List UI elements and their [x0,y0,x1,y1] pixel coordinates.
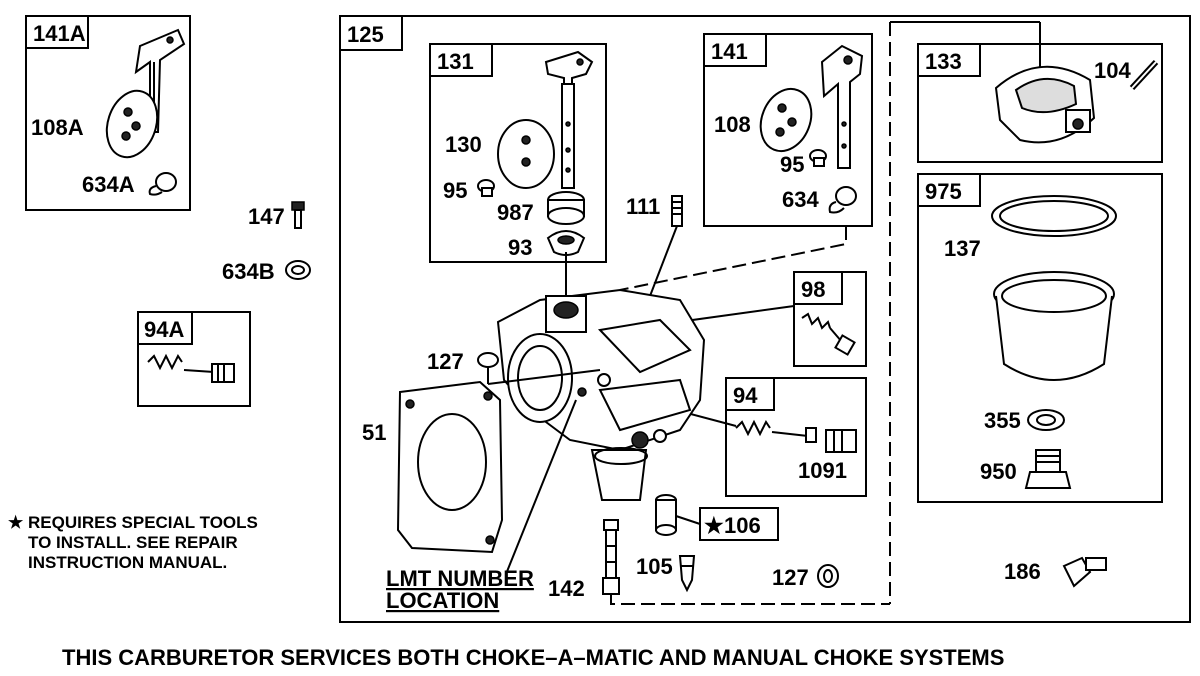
box-label-975: 975 [925,179,962,204]
part-label-634A: 634A [82,172,135,197]
leader-106 [675,515,701,525]
note-line-1: REQUIRES SPECIAL TOOLS [28,513,258,532]
special-tools-note: ★ REQUIRES SPECIAL TOOLS TO INSTALL. SEE… [8,513,258,572]
box-label-141: 141 [711,39,748,64]
washer-634B-drawing [285,260,311,280]
screw-147-drawing [291,201,305,229]
choke-plate-108A-drawing [105,89,159,159]
note-star: ★ [8,513,24,532]
lmt-line-2: LOCATION [386,588,499,613]
choke-shaft-141-drawing [820,44,864,169]
seat-106-drawing [655,494,677,536]
part-label-93: 93 [508,235,532,260]
fitting-186-drawing [1062,556,1107,588]
box-975: 975 137 355 950 [917,173,1163,503]
bowl-nut-950-drawing [1024,449,1072,489]
part-label-108A: 108A [31,115,84,140]
fitting-1091-drawing [825,429,857,453]
part-label-142: 142 [548,576,585,601]
box-label-125: 125 [347,22,384,47]
screw-95-b-drawing [809,149,827,167]
seal-93-drawing [546,230,586,256]
spring-634A-drawing [148,172,177,196]
plate-hole-2 [521,157,531,167]
part-label-111: 111 [626,194,660,219]
choke-plate-108-drawing [759,87,813,153]
float-bowl-drawing [993,271,1115,381]
part-label-127-a: 127 [427,349,464,374]
box-label-94: 94 [733,383,758,408]
lmt-location-label: LMT NUMBER LOCATION [386,566,534,613]
lmt-leader [505,399,577,575]
box-141A: 141A 108A 634A [25,15,191,211]
part-label-950: 950 [980,459,1017,484]
part-label-137: 137 [944,236,981,261]
box-131: 131 130 95 987 [429,43,607,263]
idle-screw-94A-drawing [147,353,235,383]
part-label-186: 186 [1004,559,1041,584]
gasket-51-drawing [396,380,504,554]
part-label-1091: 1091 [798,458,847,483]
box-94: 94 1091 [725,377,867,497]
box-label-98: 98 [801,277,825,302]
part-label-634: 634 [782,187,819,212]
box-label-133: 133 [925,49,962,74]
part-label-634B: 634B [222,259,275,284]
needle-105-drawing [678,555,696,593]
part-label-987: 987 [497,200,534,225]
note-line-3: INSTRUCTION MANUAL. [28,553,227,572]
plug-127-b-drawing [817,564,839,588]
seal-987-drawing [547,191,585,225]
box-label-141A: 141A [33,21,86,46]
part-label-51: 51 [362,420,386,445]
box-98: 98 [793,271,867,367]
part-label-355: 355 [984,408,1021,433]
box-125: 125 [339,15,1191,623]
mixture-screw-94-drawing [735,419,817,443]
plate-hole-1 [521,135,531,145]
part-label-130: 130 [445,132,482,157]
part-label-104: 104 [1094,58,1131,83]
note-line-2: TO INSTALL. SEE REPAIR [28,533,238,552]
part-label-106-star: ★ [704,513,724,538]
leader-111 [649,225,678,297]
jet-tube-142-drawing [602,519,620,595]
part-label-95-a: 95 [443,178,467,203]
washer-355-drawing [1027,409,1065,431]
box-label-94A: 94A [144,317,184,342]
leader-127-a [487,369,601,385]
spring-634-drawing [828,186,857,214]
part-label-95-b: 95 [780,152,804,177]
carburetor-body-drawing [496,288,706,501]
plug-127-a-drawing [477,352,499,368]
box-141: 141 108 95 634 [703,33,873,227]
part-label-106-box: ★ 106 [699,507,779,541]
float-133-drawing [994,65,1096,144]
part-label-108: 108 [714,112,751,137]
footer-caption: THIS CARBURETOR SERVICES BOTH CHOKE–A–MA… [62,645,1004,670]
part-label-127-b: 127 [772,565,809,590]
throttle-shaft-131-drawing [544,50,594,189]
screw-95-a-drawing [477,179,495,197]
box-label-131: 131 [437,49,474,74]
pin-104-drawing [1129,59,1159,91]
lmt-line-1: LMT NUMBER [386,566,534,591]
box-133: 133 104 [917,43,1163,163]
box-94A: 94A [137,311,251,407]
leader-142 [610,594,890,605]
throttle-plate-130-drawing [497,119,555,189]
gasket-137-drawing [991,195,1117,237]
part-label-105: 105 [636,554,673,579]
leader-141 [619,226,847,291]
part-label-147: 147 [248,204,285,229]
screw-98-drawing [801,312,856,356]
part-label-106: 106 [724,513,761,538]
pin-111-drawing [671,195,683,227]
